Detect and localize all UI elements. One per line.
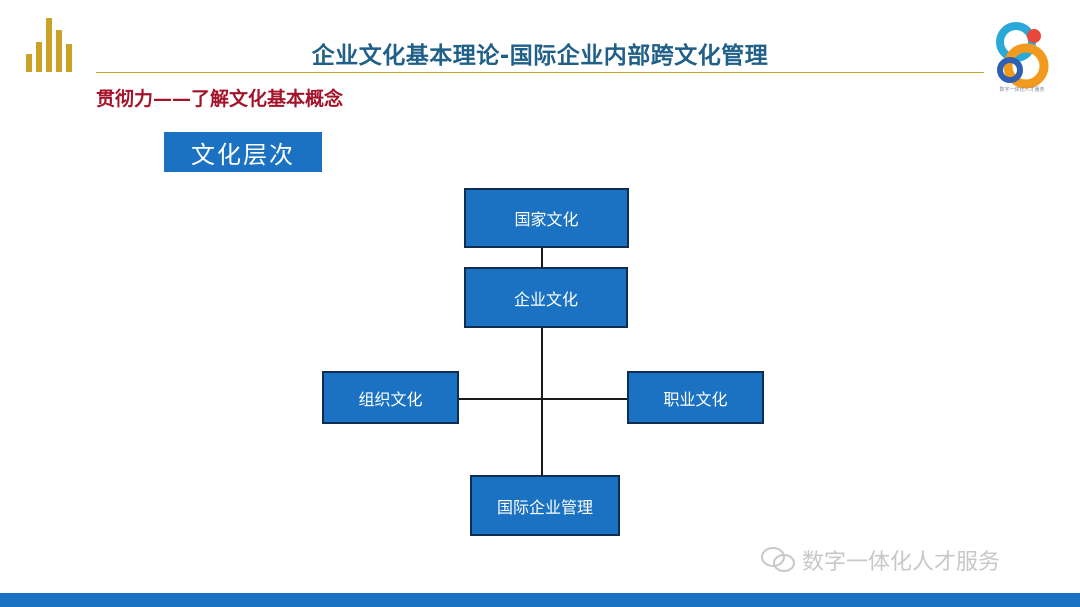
section-tag: 文化层次 bbox=[164, 132, 322, 172]
node-organizational-culture: 组织文化 bbox=[322, 371, 459, 424]
title-divider bbox=[96, 72, 984, 73]
brand-tagline: 数字一体化人才服务 bbox=[999, 87, 1045, 93]
node-national-culture: 国家文化 bbox=[464, 188, 629, 248]
connector-national-corporate bbox=[541, 247, 543, 268]
node-professional-culture: 职业文化 bbox=[627, 371, 764, 424]
brand-logo-icon bbox=[996, 22, 1049, 89]
bottom-bar bbox=[0, 593, 1080, 607]
connector-horizontal bbox=[458, 398, 628, 400]
node-corporate-culture: 企业文化 bbox=[464, 267, 628, 328]
page-title: 企业文化基本理论-国际企业内部跨文化管理 bbox=[311, 43, 769, 69]
header: 企业文化基本理论-国际企业内部跨文化管理 bbox=[0, 36, 1080, 70]
connector-vertical-main bbox=[541, 327, 543, 476]
page-subtitle: 贯彻力——了解文化基本概念 bbox=[96, 88, 344, 110]
node-international-management: 国际企业管理 bbox=[470, 475, 620, 536]
bar-chart-logo-icon bbox=[26, 18, 72, 72]
chat-bubble-icon bbox=[761, 547, 795, 572]
watermark-text: 数字一体化人才服务 bbox=[802, 550, 1001, 575]
watermark: 数字一体化人才服务 bbox=[760, 544, 1000, 576]
